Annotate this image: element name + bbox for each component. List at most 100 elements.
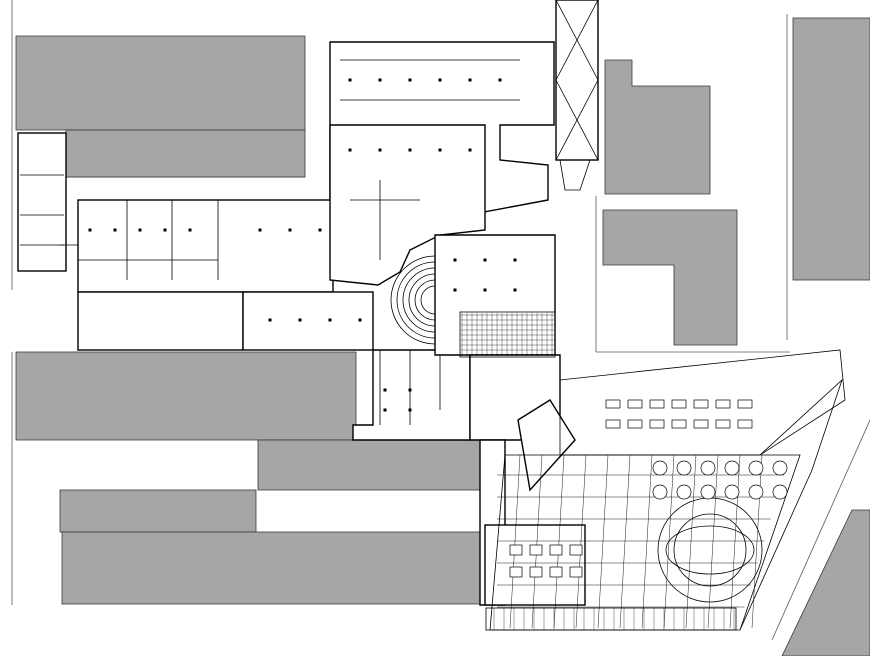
column-marker bbox=[408, 388, 412, 392]
building-walls bbox=[17, 41, 586, 606]
plaza-grid-line bbox=[685, 454, 697, 629]
plaza-grid-line bbox=[641, 454, 653, 629]
table-block bbox=[737, 399, 753, 409]
column-marker bbox=[138, 228, 142, 232]
neighbor-block-mid-left bbox=[15, 351, 357, 441]
auditorium-arc bbox=[390, 255, 436, 345]
round-table bbox=[700, 460, 716, 476]
table-block bbox=[605, 419, 621, 429]
column-marker bbox=[468, 148, 472, 152]
table-block bbox=[569, 544, 583, 556]
curved-auditorium bbox=[390, 255, 436, 345]
table-block bbox=[715, 419, 731, 429]
table-block bbox=[737, 419, 753, 429]
column-marker bbox=[513, 288, 517, 292]
table-block bbox=[671, 419, 687, 429]
table-block bbox=[693, 419, 709, 429]
auditorium-arc bbox=[408, 273, 436, 327]
lower-edge-strip bbox=[485, 607, 737, 631]
column-marker bbox=[348, 78, 352, 82]
neighbor-block-lower-b bbox=[61, 531, 483, 605]
round-table bbox=[676, 484, 692, 500]
column-marker bbox=[513, 258, 517, 262]
table-block bbox=[529, 544, 543, 556]
column-marker bbox=[453, 258, 457, 262]
table-block bbox=[649, 399, 665, 409]
plaza-grid-line bbox=[553, 454, 565, 629]
column-marker bbox=[378, 148, 382, 152]
column-marker bbox=[358, 318, 362, 322]
round-table bbox=[652, 484, 668, 500]
neighbor-block-far-right bbox=[792, 17, 870, 281]
plaza-grid-line bbox=[707, 454, 719, 629]
table-block bbox=[649, 419, 665, 429]
round-table bbox=[772, 460, 788, 476]
table-block bbox=[627, 419, 643, 429]
plaza-paving-grid bbox=[489, 349, 846, 631]
table-block bbox=[627, 399, 643, 409]
column-marker bbox=[88, 228, 92, 232]
round-table bbox=[676, 460, 692, 476]
table-block bbox=[605, 399, 621, 409]
round-table bbox=[652, 460, 668, 476]
round-table bbox=[724, 484, 740, 500]
column-marker bbox=[378, 78, 382, 82]
column-marker bbox=[328, 318, 332, 322]
neighbor-block-lower-a bbox=[59, 489, 257, 533]
auditorium-arc bbox=[420, 285, 436, 315]
plaza-grid-line bbox=[751, 454, 763, 629]
round-table bbox=[772, 484, 788, 500]
plaza-grid-line bbox=[531, 454, 543, 629]
site-boundary-lines bbox=[11, 0, 870, 641]
neighbor-block-top-right bbox=[604, 59, 711, 195]
plaza-grid-line bbox=[509, 454, 521, 629]
column-marker bbox=[438, 78, 442, 82]
auditorium-arc bbox=[402, 267, 436, 333]
plaza-grid-line bbox=[597, 454, 609, 629]
table-block bbox=[671, 399, 687, 409]
column-marker bbox=[408, 408, 412, 412]
neighbor-block-bottom-right bbox=[781, 509, 870, 656]
canopy-grid-hatch bbox=[459, 311, 556, 358]
plaza-grid-line bbox=[729, 454, 741, 629]
column-marker bbox=[113, 228, 117, 232]
table-block bbox=[509, 566, 523, 578]
table-block bbox=[569, 566, 583, 578]
column-marker bbox=[383, 388, 387, 392]
round-table bbox=[724, 460, 740, 476]
neighbor-block-left-strip bbox=[65, 129, 306, 178]
stair-core-left bbox=[17, 132, 67, 272]
bridge-structure bbox=[555, 0, 599, 191]
round-table bbox=[700, 484, 716, 500]
column-marker bbox=[298, 318, 302, 322]
column-marker bbox=[408, 78, 412, 82]
column-marker bbox=[268, 318, 272, 322]
structural-columns bbox=[88, 78, 517, 412]
round-table bbox=[748, 460, 764, 476]
auditorium-arc bbox=[414, 279, 436, 321]
furniture-clusters bbox=[509, 399, 788, 578]
column-marker bbox=[348, 148, 352, 152]
neighbor-buildings bbox=[15, 17, 870, 656]
column-marker bbox=[408, 148, 412, 152]
plaza-grid-line bbox=[575, 454, 587, 629]
table-block bbox=[715, 399, 731, 409]
column-marker bbox=[483, 288, 487, 292]
table-block bbox=[529, 566, 543, 578]
column-marker bbox=[483, 258, 487, 262]
column-marker bbox=[453, 288, 457, 292]
column-marker bbox=[468, 78, 472, 82]
column-marker bbox=[163, 228, 167, 232]
column-marker bbox=[318, 228, 322, 232]
column-marker bbox=[288, 228, 292, 232]
table-block bbox=[693, 399, 709, 409]
neighbor-block-mid bbox=[257, 439, 481, 491]
column-marker bbox=[383, 408, 387, 412]
neighbor-block-mid-right bbox=[602, 209, 738, 346]
table-block bbox=[549, 544, 563, 556]
column-marker bbox=[258, 228, 262, 232]
column-marker bbox=[498, 78, 502, 82]
column-marker bbox=[438, 148, 442, 152]
plaza-grid-line bbox=[619, 454, 631, 629]
